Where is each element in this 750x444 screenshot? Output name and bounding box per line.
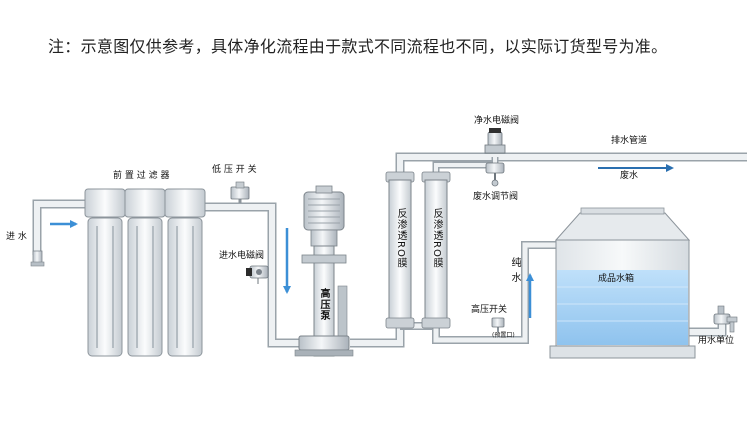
pre-filter-label: 前 置 过 滤 器 (113, 171, 170, 181)
product-water-tank (549, 207, 696, 359)
inlet-solenoid-valve-label: 进水电磁阀 (219, 251, 265, 261)
pre-filter-housing (124, 188, 166, 357)
waste-water-adjust-valve-device (485, 162, 505, 187)
inlet-label: 进 水 (6, 232, 27, 242)
high-pressure-switch-label: 高压开关 (471, 305, 508, 315)
low-pressure-switch-device (230, 181, 250, 203)
high-pressure-pump-device (294, 185, 354, 357)
inlet-fitting (30, 220, 78, 267)
high-pressure-pump-label: 高压泵 (318, 288, 329, 321)
pre-filter-housing (164, 188, 206, 357)
product-tank-label: 成品水箱 (598, 274, 635, 284)
drain-pipe-label: 排水管道 (611, 136, 648, 146)
ro-membrane-vessel (421, 171, 451, 329)
high-pressure-switch-note: (预置口) (492, 332, 515, 339)
pre-filter-group (84, 188, 206, 357)
low-pressure-switch-label: 低 压 开 关 (212, 165, 257, 175)
disclaimer-note: 注：示意图仅供参考，具体净化流程由于款式不同流程也不同，以实际订货型号为准。 (48, 37, 668, 56)
ro-membrane-2-label: 反渗透RO膜 (431, 208, 442, 269)
pure-water-solenoid-valve-label: 净水电磁阀 (474, 116, 520, 126)
ro-membrane-1-label: 反渗透RO膜 (395, 208, 406, 269)
inlet-pipe (32, 199, 85, 255)
waste-water-label: 废水 (620, 171, 639, 181)
water-use-tap (713, 305, 738, 333)
inlet-solenoid-valve-device (246, 265, 269, 284)
ro-membrane-vessel (385, 171, 415, 329)
pure-water-solenoid-valve-device (484, 128, 506, 154)
water-use-unit-label: 用水单位 (698, 336, 735, 346)
waste-water-adjust-valve-label: 废水调节阀 (473, 192, 519, 202)
high-pressure-switch-device (491, 317, 505, 332)
pure-water-label: 纯 水 (509, 257, 520, 284)
tank-water-level (557, 270, 688, 345)
pre-filter-housing (84, 188, 126, 357)
